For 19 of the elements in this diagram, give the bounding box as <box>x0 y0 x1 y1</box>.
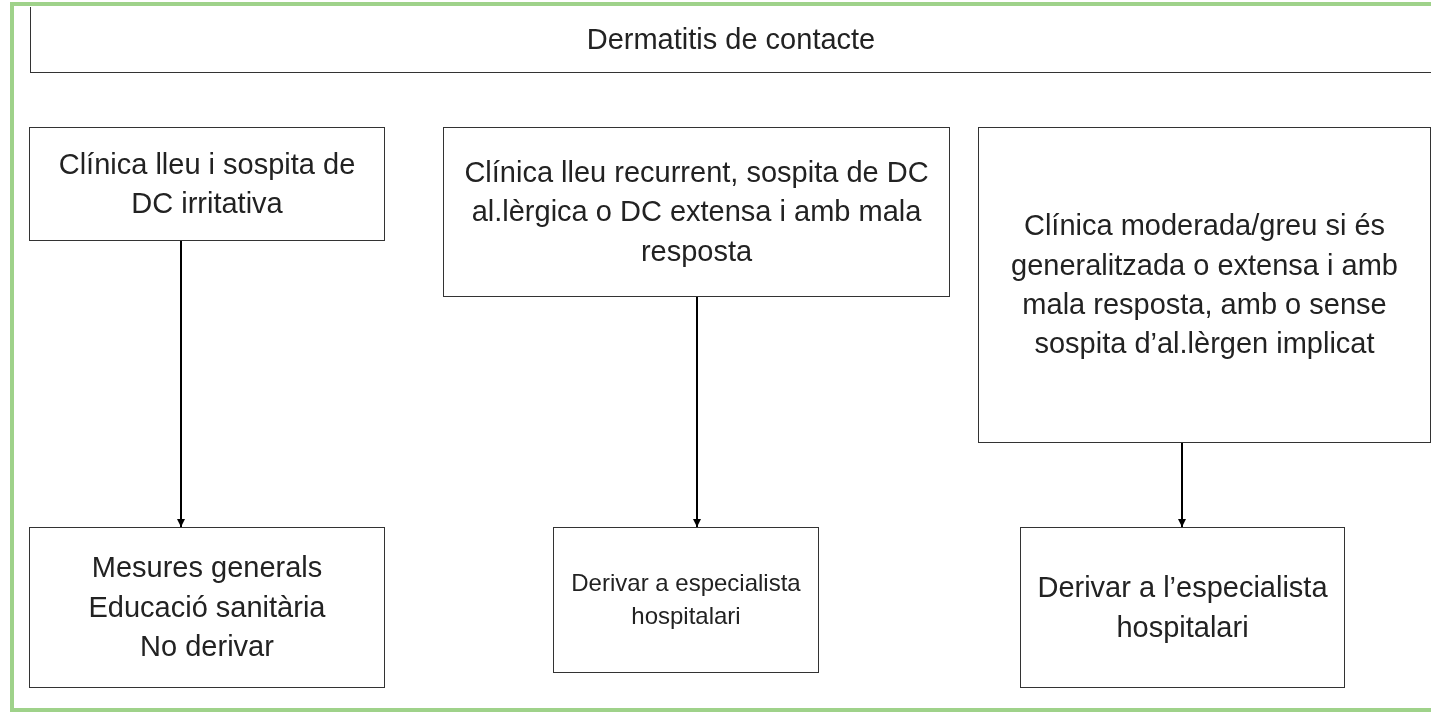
process-box <box>1020 527 1345 688</box>
arrow <box>693 296 701 528</box>
box-text: Clínica lleu i sospita de DC irritativa <box>57 146 357 221</box>
process-box <box>443 127 950 297</box>
process-box <box>553 527 819 673</box>
process-box <box>29 527 385 688</box>
box-text: Mesures generals <box>91 550 323 586</box>
box-text: Clínica lleu recurrent, sospita de DC al.lèrgica o DC extensa i amb mala resposta <box>463 154 930 269</box>
box-text: Dermatitis de contacte <box>586 21 876 57</box>
arrow <box>177 240 185 528</box>
process-box <box>978 127 1431 443</box>
process-box <box>29 127 385 241</box>
heading-box <box>30 7 1431 73</box>
box-text: Derivar a especialista hospitalari <box>570 568 802 631</box>
arrow <box>1178 442 1186 528</box>
box-text: Clínica moderada/greu si és generalitzada o extensa i amb mala resposta, amb o sense sospita d’al.lèrgen implicat <box>1010 208 1399 362</box>
box-text: No derivar <box>140 629 274 665</box>
box-text: Educació sanitària <box>88 589 326 625</box>
box-text: Derivar a l’especialista hospitalari <box>1036 570 1329 645</box>
